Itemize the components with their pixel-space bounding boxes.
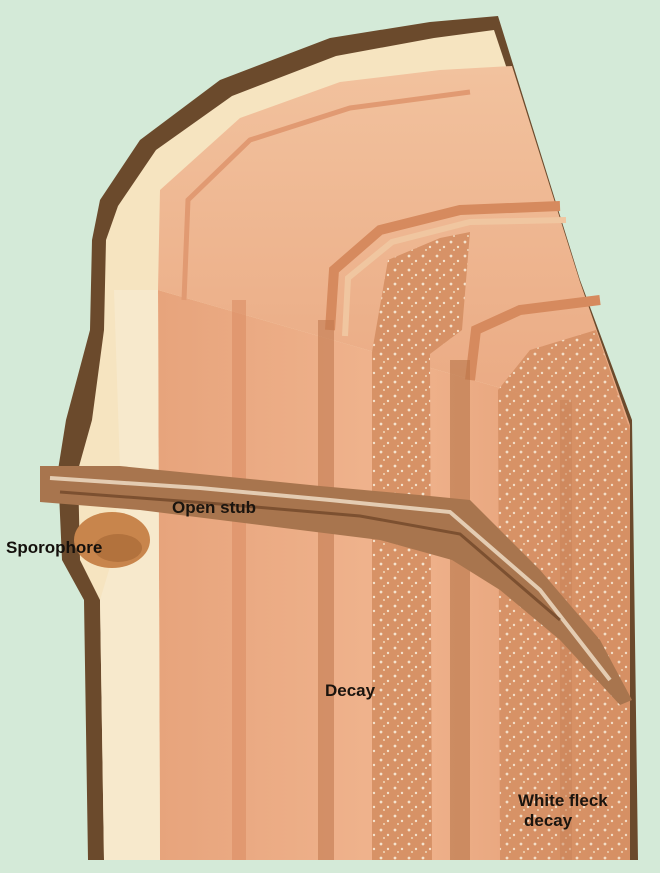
decay-streak [318,320,334,860]
decay-streak [450,360,470,860]
label-decay: Decay [325,681,375,701]
decay-streak [232,300,246,860]
label-sporophore: Sporophore [6,538,102,558]
label-open-stub: Open stub [172,498,256,518]
label-white-fleck-decay: White fleck decay [518,791,608,830]
label-white-fleck-line2: decay [518,811,608,831]
label-white-fleck-line1: White fleck [518,791,608,811]
